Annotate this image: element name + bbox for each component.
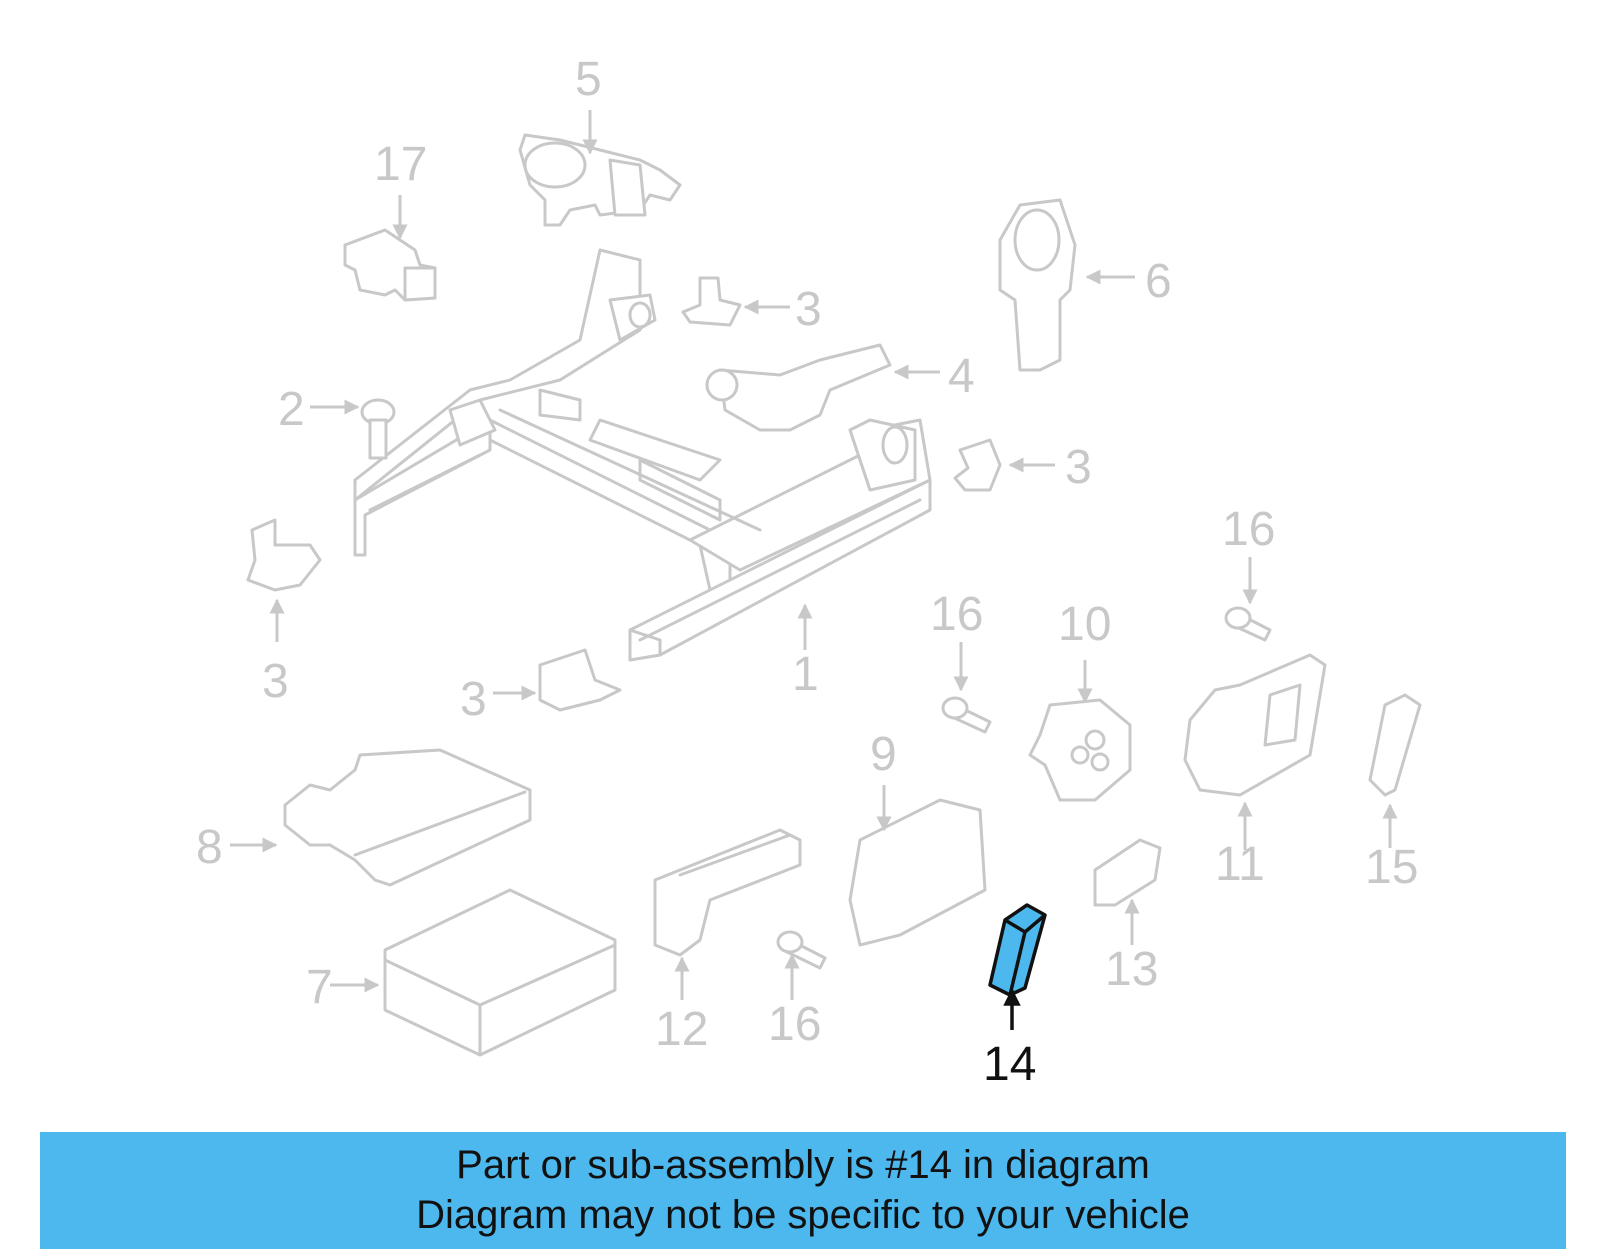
part-3-clip-left[interactable]	[246, 518, 322, 592]
label-9: 9	[870, 728, 897, 781]
part-9-module[interactable]	[848, 798, 987, 947]
label-15: 15	[1365, 841, 1418, 894]
part-15-pad[interactable]	[1368, 693, 1422, 797]
part-10-connector[interactable]	[1028, 698, 1132, 802]
label-4: 4	[948, 350, 975, 403]
label-12: 12	[655, 1003, 708, 1056]
label-11: 11	[1215, 838, 1265, 891]
label-10: 10	[1058, 598, 1111, 651]
part-16-bolt-upper[interactable]	[1224, 606, 1272, 642]
label-8: 8	[196, 821, 223, 874]
part-14-highlighted[interactable]	[988, 903, 1047, 997]
part-4-cable[interactable]	[705, 343, 892, 432]
part-16-bolt-lower[interactable]	[776, 930, 827, 970]
label-3-top: 3	[795, 283, 822, 336]
part-3-clip-right[interactable]	[953, 438, 1002, 492]
label-7: 7	[306, 961, 333, 1014]
part-2-bolt[interactable]	[360, 398, 396, 460]
label-3-left: 3	[262, 655, 289, 708]
part-3-clip-bottom[interactable]	[538, 648, 622, 712]
part-13-pad[interactable]	[1093, 838, 1162, 907]
part-7-module[interactable]	[383, 888, 617, 1057]
banner-background	[40, 1132, 1566, 1249]
label-16-middle: 16	[930, 588, 983, 641]
info-banner: Part or sub-assembly is #14 in diagram D…	[40, 1132, 1566, 1249]
part-11-cover[interactable]	[1183, 653, 1327, 797]
part-1-seat-frame[interactable]	[353, 248, 932, 662]
part-16-bolt-middle[interactable]	[941, 696, 992, 734]
label-1: 1	[792, 648, 819, 701]
label-3-bottom: 3	[460, 673, 487, 726]
part-17-sensor[interactable]	[343, 228, 437, 302]
label-17: 17	[374, 138, 427, 191]
banner-line-2: Diagram may not be specific to your vehi…	[416, 1193, 1190, 1237]
label-3-right: 3	[1065, 441, 1092, 494]
label-16-lower: 16	[768, 998, 821, 1051]
part-8-module[interactable]	[283, 748, 532, 887]
leader-lines	[230, 110, 1398, 1030]
label-2: 2	[278, 383, 305, 436]
banner-line-1: Part or sub-assembly is #14 in diagram	[456, 1143, 1150, 1187]
label-14: 14	[983, 1038, 1036, 1091]
part-5-motor[interactable]	[518, 133, 682, 227]
label-16-upper: 16	[1222, 503, 1275, 556]
part-12-trim[interactable]	[653, 828, 802, 957]
part-6-motor[interactable]	[998, 198, 1077, 372]
label-5: 5	[575, 53, 602, 106]
label-6: 6	[1145, 255, 1172, 308]
label-13: 13	[1105, 943, 1158, 996]
part-3-clip-top[interactable]	[681, 276, 742, 327]
part-labels: 1 2 3 3 3 3 4 5 6 7 8 9 10 11 12 13 15 1…	[196, 53, 1418, 1091]
